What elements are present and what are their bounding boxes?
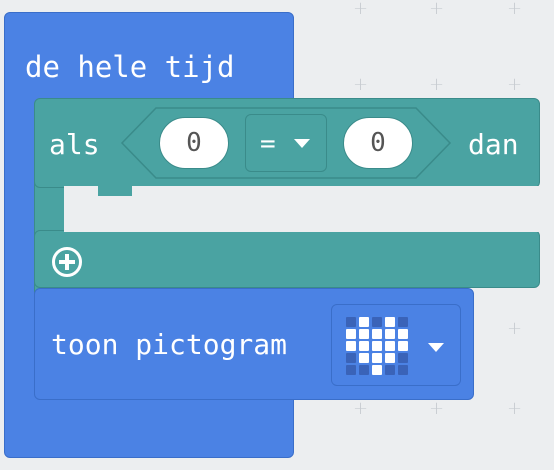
led-on xyxy=(346,341,356,351)
led-off xyxy=(398,317,408,327)
add-else-plus-icon[interactable] xyxy=(52,247,82,277)
led-off xyxy=(385,365,395,375)
show-icon-block[interactable]: toon pictogram xyxy=(34,288,474,400)
grid-mark: + xyxy=(353,74,369,95)
grid-mark: + xyxy=(507,0,523,19)
led-on xyxy=(385,353,395,363)
right-operand-value: 0 xyxy=(370,128,386,158)
comparison-block[interactable]: 0 = 0 xyxy=(120,106,452,180)
left-operand-value: 0 xyxy=(186,128,202,158)
heart-icon xyxy=(346,317,410,377)
led-off xyxy=(372,317,382,327)
led-on xyxy=(398,341,408,351)
grid-mark: + xyxy=(507,398,523,419)
led-on xyxy=(372,341,382,351)
chevron-down-icon xyxy=(294,139,310,148)
chevron-down-icon xyxy=(428,343,444,352)
grid-mark: + xyxy=(429,0,445,19)
grid-mark: + xyxy=(353,398,369,419)
led-on xyxy=(359,329,369,339)
led-off xyxy=(346,365,356,375)
operator-label: = xyxy=(260,129,276,159)
if-label: als xyxy=(49,128,100,161)
grid-mark: + xyxy=(429,74,445,95)
led-on xyxy=(398,329,408,339)
show-icon-label: toon pictogram xyxy=(51,328,288,361)
led-on xyxy=(359,353,369,363)
led-on xyxy=(372,329,382,339)
led-on xyxy=(385,329,395,339)
grid-mark: + xyxy=(507,318,523,339)
forever-label: de hele tijd xyxy=(25,50,235,84)
if-then-block[interactable]: als 0 = 0 dan xyxy=(34,98,542,318)
if-block-footer xyxy=(34,230,540,288)
if-block-slot xyxy=(64,186,542,232)
led-on xyxy=(372,365,382,375)
operator-dropdown[interactable]: = xyxy=(245,114,327,172)
led-on xyxy=(385,341,395,351)
led-on xyxy=(385,317,395,327)
then-label: dan xyxy=(468,128,519,161)
if-block-notch xyxy=(98,186,132,196)
led-on xyxy=(372,353,382,363)
grid-mark: + xyxy=(429,398,445,419)
led-off xyxy=(346,317,356,327)
icon-picker-dropdown[interactable] xyxy=(331,304,461,386)
right-operand-input[interactable]: 0 xyxy=(343,117,413,169)
led-off xyxy=(398,353,408,363)
left-operand-input[interactable]: 0 xyxy=(159,117,229,169)
led-off xyxy=(346,353,356,363)
grid-mark: + xyxy=(353,0,369,19)
led-on xyxy=(359,317,369,327)
led-off xyxy=(398,365,408,375)
grid-mark: + xyxy=(507,74,523,95)
led-on xyxy=(359,341,369,351)
led-off xyxy=(359,365,369,375)
led-on xyxy=(346,329,356,339)
